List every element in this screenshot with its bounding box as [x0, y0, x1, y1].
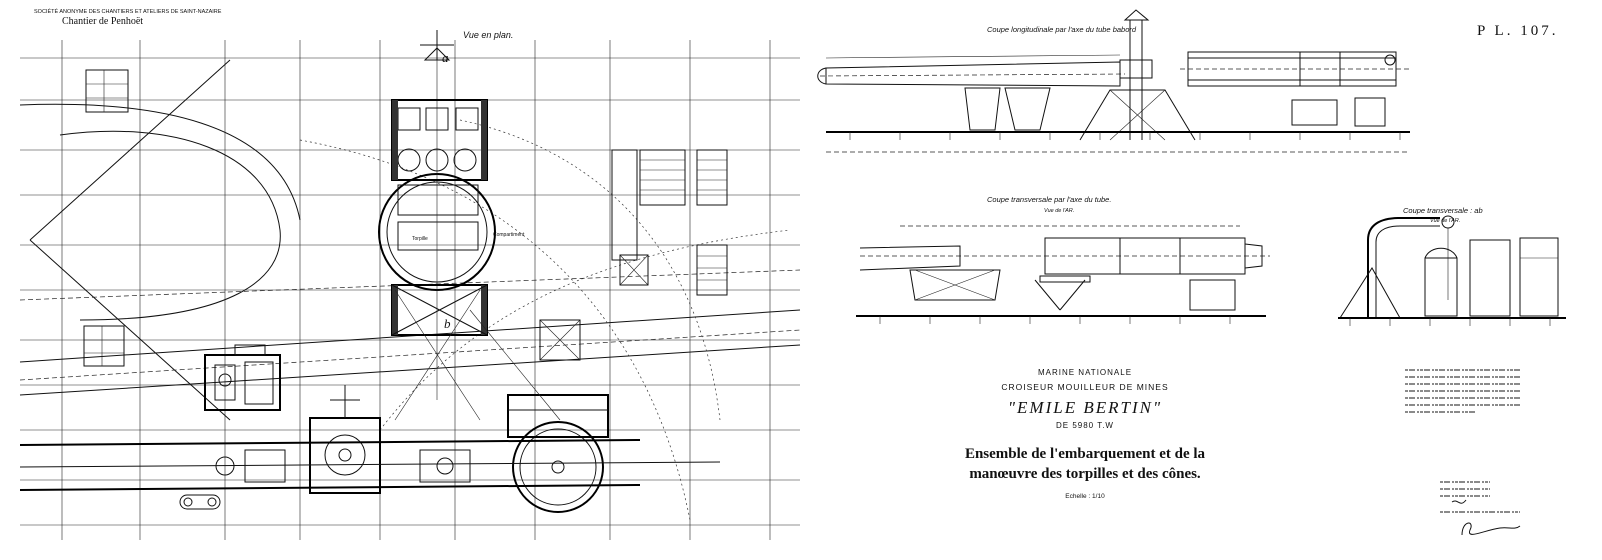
subject-line-1: Ensemble de l'embarquement et de la — [965, 446, 1206, 462]
torpedo-label: Torpille — [412, 236, 428, 242]
transverse-ab-title: Coupe transversale : ab — [1403, 206, 1483, 215]
title-line-3: "EMILE BERTIN" — [1008, 398, 1162, 417]
title-block: MARINE NATIONALE CROISEUR MOUILLEUR DE M… — [965, 368, 1206, 500]
transverse-tube-subtitle: Vue de l'AR. — [1044, 208, 1074, 214]
transverse-section-tube: Coupe transversale par l'axe du tube. Vu… — [856, 195, 1270, 324]
subject-line-2: manœuvre des torpilles et des cônes. — [969, 466, 1201, 482]
section-marker-b: b — [444, 316, 451, 331]
title-line-1: MARINE NATIONALE — [1038, 368, 1132, 377]
transverse-tube-title: Coupe transversale par l'axe du tube. — [987, 195, 1111, 204]
plan-view-title: Vue en plan. — [463, 30, 513, 40]
scale-label: Echelle : 1/10 — [1065, 493, 1105, 500]
section-marker-a: a — [442, 50, 449, 65]
transverse-ab-subtitle: Vue de l'AR. — [1430, 218, 1460, 224]
signature-2 — [1461, 522, 1521, 536]
notes-block — [1405, 369, 1521, 536]
title-line-4: DE 5980 T.W — [1056, 421, 1114, 430]
transverse-section-ab: Coupe transversale : ab Vue de l'AR. — [1338, 206, 1566, 326]
signature-1 — [1451, 499, 1467, 504]
plate-number: P L. 107. — [1477, 23, 1558, 39]
title-line-2: CROISEUR MOUILLEUR DE MINES — [1001, 382, 1168, 392]
longitudinal-section: Coupe longitudinale par l'axe du tube ba… — [817, 9, 1558, 153]
plan-view: SOCIÉTÉ ANONYME DES CHANTIERS ET ATELIER… — [19, 8, 801, 540]
shipyard-name: Chantier de Penhoët — [62, 16, 143, 27]
compartment-label: Compartiment — [493, 232, 525, 238]
longitudinal-title: Coupe longitudinale par l'axe du tube ba… — [987, 25, 1137, 34]
company-name: SOCIÉTÉ ANONYME DES CHANTIERS ET ATELIER… — [34, 8, 222, 15]
